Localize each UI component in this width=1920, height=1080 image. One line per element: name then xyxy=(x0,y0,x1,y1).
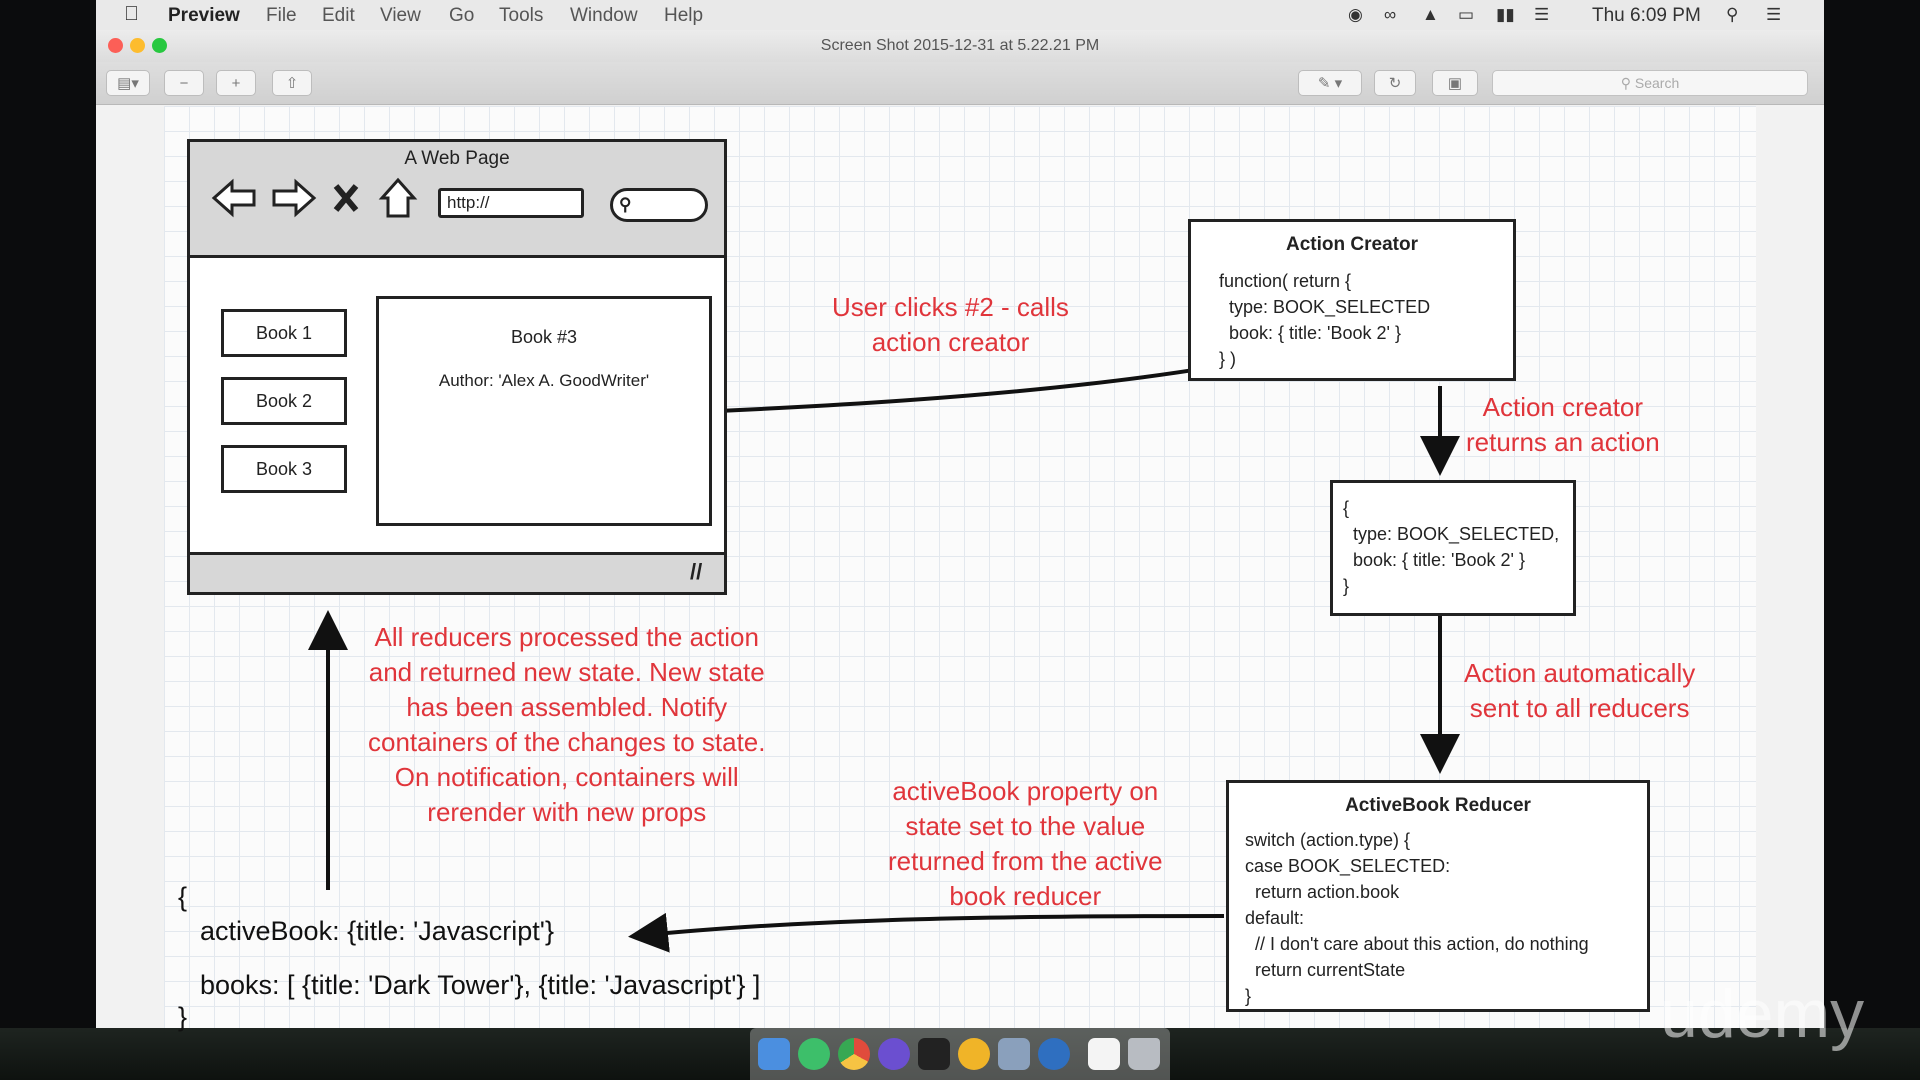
spotlight-search-icon[interactable]: ⚲ xyxy=(1726,5,1739,24)
chrome-icon[interactable] xyxy=(838,1038,870,1070)
messages-icon[interactable] xyxy=(798,1038,830,1070)
close-button[interactable] xyxy=(108,38,123,53)
dock xyxy=(750,1028,1170,1080)
title-bar: Screen Shot 2015-12-31 at 5.22.21 PM xyxy=(96,30,1824,62)
annotation-reducers-processed: All reducers processed the action and re… xyxy=(368,622,766,827)
action-creator-code: function( return { type: BOOK_SELECTED b… xyxy=(1219,271,1431,369)
annotation-user-clicks: User clicks #2 - calls action creator xyxy=(832,292,1069,357)
airplay-status-icon[interactable]: ▭ xyxy=(1458,5,1475,24)
back-arrow-icon xyxy=(211,178,256,218)
rotate-button[interactable]: ↻ xyxy=(1374,70,1416,96)
mockup-footer: // xyxy=(190,552,724,592)
book-detail-author: Author: 'Alex A. GoodWriter' xyxy=(438,371,650,390)
notification-center-icon[interactable]: ☰ xyxy=(1766,5,1782,24)
annotation-returns-action: Action creator returns an action xyxy=(1466,392,1660,457)
menu-go[interactable]: Go xyxy=(449,5,475,26)
markup-pen-button[interactable]: ✎ ▾ xyxy=(1298,70,1362,96)
mockup-book-3: Book 3 xyxy=(221,445,347,493)
menu-window[interactable]: Window xyxy=(570,5,638,26)
menu-edit[interactable]: Edit xyxy=(322,5,355,26)
share-button[interactable]: ⇧ xyxy=(272,70,312,96)
network-icon[interactable] xyxy=(1038,1038,1070,1070)
reducer-title: ActiveBook Reducer xyxy=(1345,795,1531,816)
search-placeholder: Search xyxy=(1634,75,1680,91)
state-close-brace: } xyxy=(178,1002,188,1032)
mockup-book-1: Book 1 xyxy=(221,309,347,357)
menu-help[interactable]: Help xyxy=(664,5,704,26)
home-icon xyxy=(378,177,418,218)
mockup-url-field: http:// xyxy=(438,188,584,218)
finder-icon[interactable] xyxy=(758,1038,790,1070)
reducer-code: switch (action.type) { case BOOK_SELECTE… xyxy=(1245,830,1589,1006)
mockup-book-detail: Book #3 Author: 'Alex A. GoodWriter' xyxy=(376,296,712,526)
terminal-icon[interactable] xyxy=(918,1038,950,1070)
toolbox-button[interactable]: ▣ xyxy=(1432,70,1478,96)
activebook-reducer-box: ActiveBook Reducer switch (action.type) … xyxy=(1226,780,1650,1012)
action-creator-title: Action Creator xyxy=(1286,234,1418,255)
state-open-brace: { xyxy=(178,882,188,912)
glasses-status-icon[interactable]: ∞ xyxy=(1384,5,1397,24)
browser-icon[interactable] xyxy=(878,1038,910,1070)
action-object-code: { type: BOOK_SELECTED, book: { title: 'B… xyxy=(1343,498,1560,596)
search-input[interactable]: ⚲ Search xyxy=(1492,70,1808,96)
menu-clock[interactable]: Thu 6:09 PM xyxy=(1592,5,1701,26)
udemy-watermark: udemy xyxy=(1660,976,1865,1052)
state-active-book: activeBook: {title: 'Javascript'} xyxy=(200,916,554,946)
zoom-button[interactable] xyxy=(152,38,167,53)
menu-file[interactable]: File xyxy=(266,5,297,26)
desktop-background-left xyxy=(0,0,96,1080)
arrow-reducer-to-state xyxy=(628,912,1225,953)
sketch-icon[interactable] xyxy=(958,1038,990,1070)
toolbar: ▤▾ − + ⇧ ✎ ▾ ↻ ▣ ⚲ Search xyxy=(96,62,1824,105)
zoom-in-button[interactable]: + xyxy=(216,70,256,96)
mockup-search-field: ⚲ xyxy=(610,188,708,222)
forward-arrow-icon xyxy=(272,178,317,218)
minimize-button[interactable] xyxy=(130,38,145,53)
document-icon[interactable] xyxy=(1088,1038,1120,1070)
annotation-active-book-set: activeBook property on state set to the … xyxy=(888,776,1163,911)
drive-status-icon[interactable]: ▲ xyxy=(1422,5,1439,24)
annotation-sent-to-reducers: Action automatically sent to all reducer… xyxy=(1464,658,1696,723)
preview-window: Screen Shot 2015-12-31 at 5.22.21 PM ▤▾ … xyxy=(96,30,1824,1032)
document-canvas: A Web Page http:// ⚲ Book 1 Book 2 Book … xyxy=(164,106,1756,1032)
action-creator-box: Action Creator function( return { type: … xyxy=(1188,219,1516,381)
desktop-background-right xyxy=(1824,0,1920,1080)
menu-tools[interactable]: Tools xyxy=(499,5,544,26)
mockup-title: A Web Page xyxy=(404,148,510,169)
web-page-mockup: A Web Page http:// ⚲ Book 1 Book 2 Book … xyxy=(187,139,727,595)
state-books: books: [ {title: 'Dark Tower'}, {title: … xyxy=(200,970,761,1000)
menu-app-preview[interactable]: Preview xyxy=(168,5,240,26)
record-status-icon[interactable]: ◉ xyxy=(1348,5,1363,24)
resize-grip-icon: // xyxy=(690,559,703,584)
menu-bar:  Preview File Edit View Go Tools Window… xyxy=(96,0,1824,31)
book-detail-title: Book #3 xyxy=(510,327,578,347)
sidebar-toggle-button[interactable]: ▤▾ xyxy=(106,70,150,96)
document-title: Screen Shot 2015-12-31 at 5.22.21 PM xyxy=(820,37,1100,54)
battery-status-icon[interactable]: ▮▮ xyxy=(1496,5,1515,24)
mockup-nav-icons xyxy=(211,177,418,218)
mockup-book-2: Book 2 xyxy=(221,377,347,425)
zoom-out-button[interactable]: − xyxy=(164,70,204,96)
preview-icon[interactable] xyxy=(998,1038,1030,1070)
apple-icon[interactable]:  xyxy=(124,3,139,26)
menu-view[interactable]: View xyxy=(380,5,421,26)
stop-x-icon xyxy=(333,184,359,212)
mockup-browser-header: A Web Page http:// ⚲ xyxy=(190,142,724,258)
trash-icon[interactable] xyxy=(1128,1038,1160,1070)
wifi-status-icon[interactable]: ☰ xyxy=(1534,5,1550,24)
action-object-box: { type: BOOK_SELECTED, book: { title: 'B… xyxy=(1330,480,1576,616)
